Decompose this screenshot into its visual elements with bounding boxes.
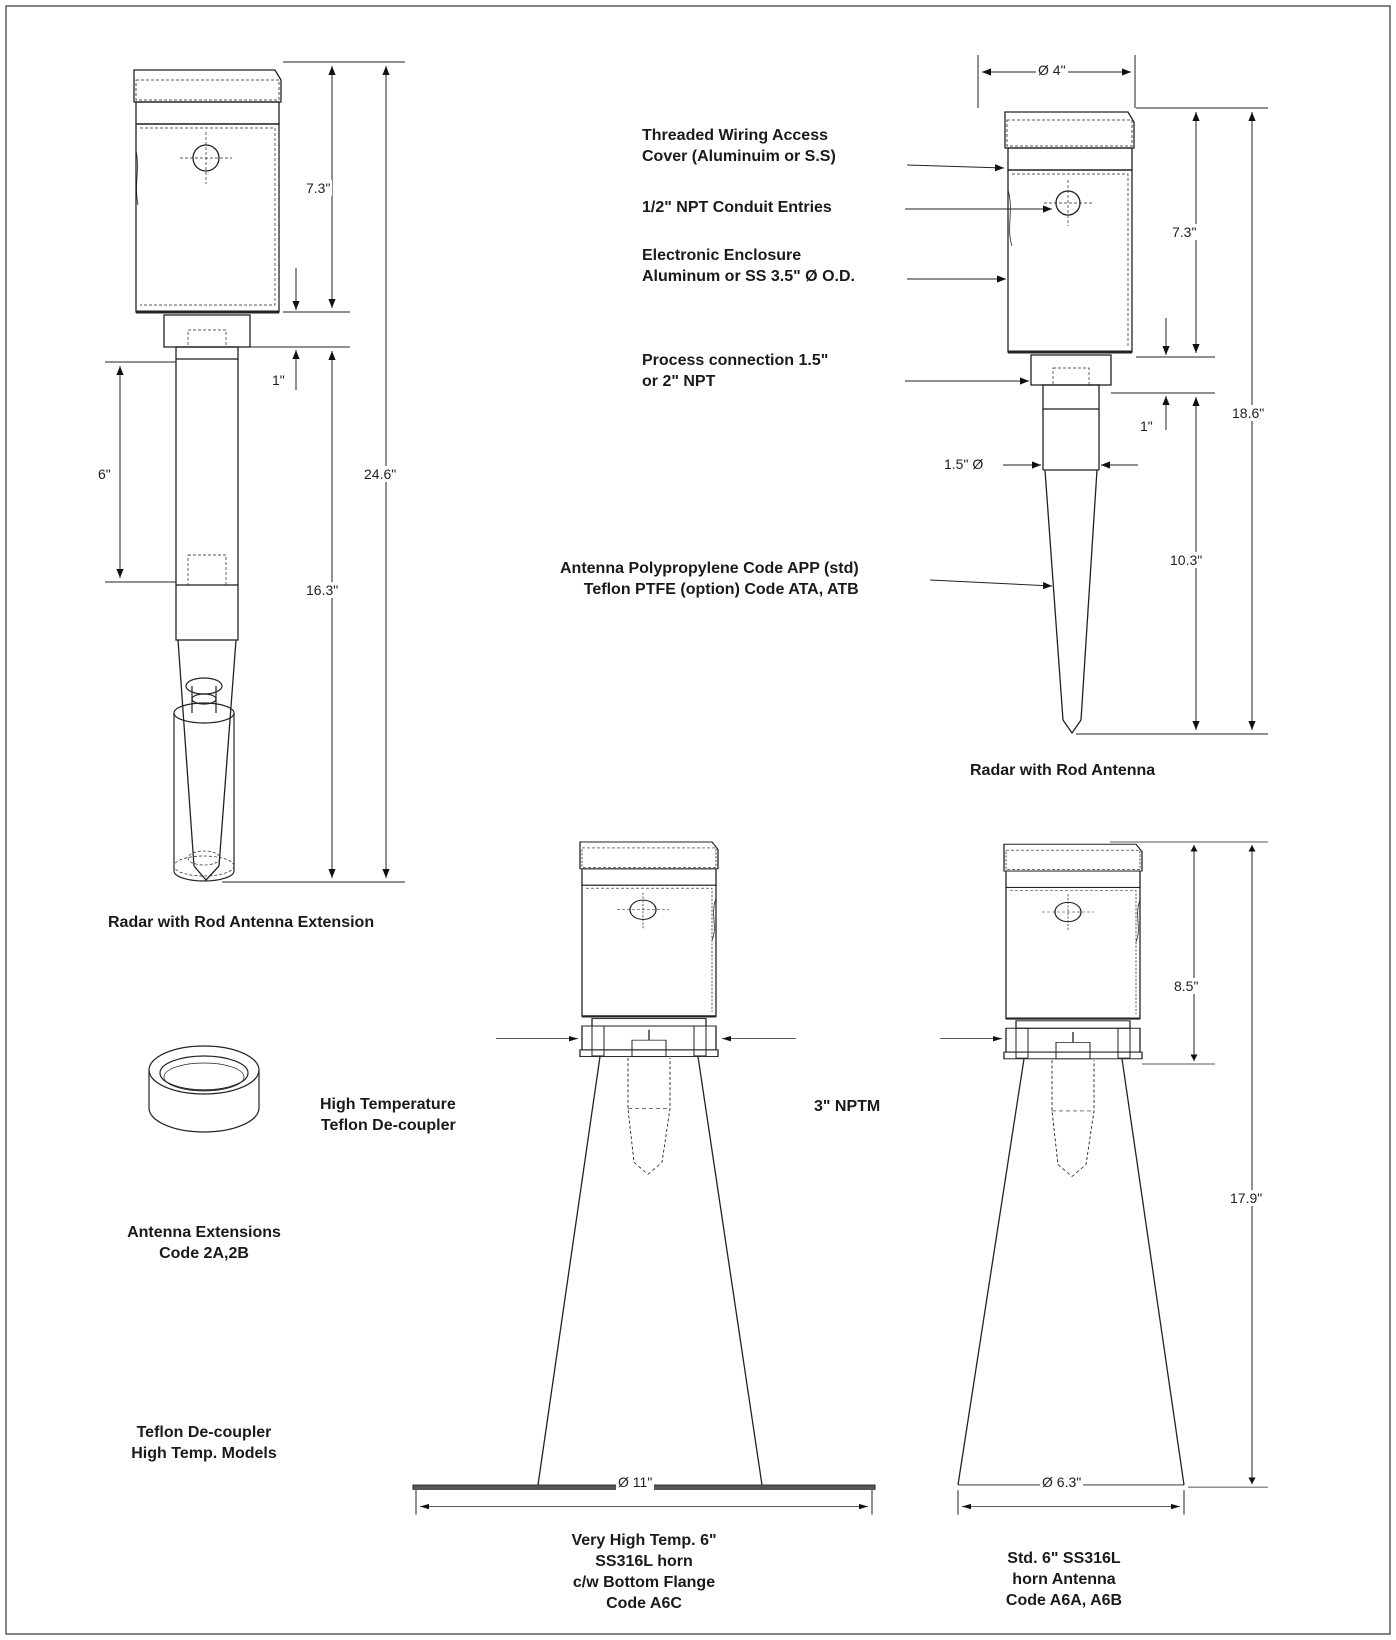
dim-16-3: 16.3" (304, 582, 341, 598)
dim-1-a: 1" (270, 372, 287, 388)
figure-std-horn (957, 843, 1185, 1486)
label-enclosure-line2: Aluminum or SS 3.5" Ø O.D. (642, 268, 855, 285)
caption-rod-extension: Radar with Rod Antenna Extension (108, 914, 375, 931)
caption-std-horn: Std. 6" SS316L horn Antenna Code A6A, A6… (980, 1548, 1148, 1611)
decoupler-drawing (148, 1045, 260, 1133)
caption-vht-line1: Very High Temp. 6" (571, 1532, 717, 1549)
caption-dec-line1: Teflon De-coupler (136, 1424, 272, 1441)
label-wiring-cover-line2: Cover (Aluminuim or S.S) (642, 148, 836, 165)
label-antenna-line2: Teflon PTFE (option) Code ATA, ATB (583, 581, 859, 598)
dim-7-3-a: 7.3" (304, 180, 333, 196)
label-process-line2: or 2" NPT (642, 373, 716, 390)
dim-18-6: 18.6" (1230, 405, 1267, 421)
figure-rod (1004, 111, 1135, 735)
dim-7-3-b: 7.3" (1170, 224, 1199, 240)
label-wiring-cover-line1: Threaded Wiring Access (642, 127, 828, 144)
caption-rod: Radar with Rod Antenna (970, 762, 1156, 779)
label-high-temperature: High Temperature Teflon De-coupler (320, 1094, 456, 1136)
caption-std-line1: Std. 6" SS316L (1007, 1550, 1121, 1567)
label-electronic-enclosure: Electronic Enclosure Aluminum or SS 3.5"… (642, 245, 855, 287)
dim-dia-6-3: Ø 6.3" (1040, 1474, 1084, 1490)
dimensions-fig1 (105, 61, 405, 883)
caption-very-high-temp: Very High Temp. 6" SS316L horn c/w Botto… (560, 1530, 728, 1614)
dim-8-5: 8.5" (1172, 978, 1201, 994)
label-enclosure-line1: Electronic Enclosure (642, 247, 802, 264)
label-wiring-cover: Threaded Wiring Access Cover (Aluminuim … (642, 125, 836, 167)
dim-6: 6" (96, 466, 113, 482)
label-process-line1: Process connection 1.5" (642, 352, 829, 369)
dim-17-9: 17.9" (1228, 1190, 1265, 1206)
label-antenna-material: Antenna Polypropylene Code APP (std) Tef… (560, 558, 859, 600)
caption-ext-line1: Antenna Extensions (127, 1224, 281, 1241)
dim-1-b: 1" (1138, 418, 1155, 434)
label-antenna-line1: Antenna Polypropylene Code APP (std) (560, 560, 859, 577)
page-border (5, 5, 1391, 1635)
caption-dec-line2: High Temp. Models (131, 1445, 277, 1462)
caption-vht-line3: c/w Bottom Flange (572, 1574, 716, 1591)
dim-1-5-dia: 1.5" Ø (942, 456, 986, 472)
figure-high-temp-horn (412, 841, 876, 1490)
caption-vht-line2: SS316L horn (595, 1553, 693, 1570)
caption-ext-line2: Code 2A,2B (159, 1245, 249, 1262)
label-high-temp-line2: Teflon De-coupler (320, 1117, 456, 1134)
dim-10-3: 10.3" (1168, 552, 1205, 568)
caption-std-line3: Code A6A, A6B (1005, 1592, 1123, 1609)
caption-antenna-extensions: Antenna Extensions Code 2A,2B (126, 1222, 282, 1264)
label-high-temp-line1: High Temperature (320, 1096, 456, 1113)
caption-vht-line4: Code A6C (606, 1595, 682, 1612)
label-conduit-entries: 1/2" NPT Conduit Entries (642, 199, 832, 216)
dim-24-6: 24.6" (362, 466, 399, 482)
dim-dia-11: Ø 11" (616, 1474, 655, 1490)
dimensions-fig3 (415, 1035, 873, 1515)
label-3-npt: 3" NPTM (814, 1098, 881, 1115)
dim-dia-4: Ø 4" (1036, 62, 1068, 78)
antenna-extension-drawing (173, 677, 235, 882)
dimensions-fig4 (940, 841, 1268, 1515)
caption-std-line2: horn Antenna (1012, 1571, 1116, 1588)
caption-decoupler: Teflon De-coupler High Temp. Models (120, 1422, 288, 1464)
label-process-connection: Process connection 1.5" or 2" NPT (642, 350, 828, 392)
figure-rod-extension (133, 69, 282, 881)
